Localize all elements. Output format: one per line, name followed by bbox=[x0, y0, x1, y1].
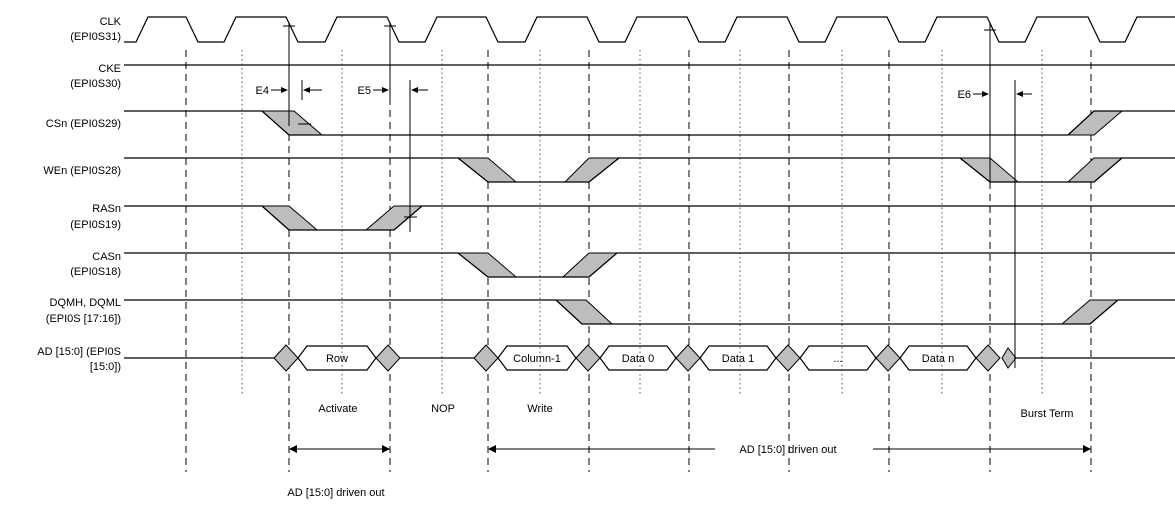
dqm-label: DQMH, DQML bbox=[50, 297, 122, 309]
ad-pin-label: [15:0]) bbox=[90, 361, 121, 373]
phase-labels: Activate NOP Write Burst Term bbox=[318, 403, 1073, 420]
bus-value-data0: Data 0 bbox=[622, 353, 654, 365]
signal-labels: CLK (EPI0S31) CKE (EPI0S30) CSn (EPI0S29… bbox=[37, 16, 121, 373]
cke-pin-label: (EPI0S30) bbox=[70, 78, 121, 90]
phase-write: Write bbox=[527, 403, 552, 415]
clk-waveform bbox=[124, 16, 1175, 43]
span-short-label: AD [15:0] driven out bbox=[287, 487, 384, 499]
clk-label: CLK bbox=[100, 16, 122, 28]
driven-out-spans: AD [15:0] driven out AD [15:0] driven ou… bbox=[287, 444, 1091, 499]
bus-transition bbox=[273, 344, 299, 372]
wen-waveform bbox=[124, 157, 1175, 183]
casn-waveform bbox=[124, 252, 1175, 278]
e5-label: E5 bbox=[358, 85, 371, 97]
phase-nop: NOP bbox=[431, 403, 455, 415]
ad-label: AD [15:0] (EPI0S bbox=[37, 346, 121, 358]
span-long-label: AD [15:0] driven out bbox=[739, 444, 836, 456]
timing-markers: E4 E5 E6 bbox=[256, 22, 1032, 368]
bus-transition bbox=[775, 344, 801, 372]
bus-value-datan: Data n bbox=[922, 353, 954, 365]
bus-transition bbox=[375, 344, 401, 372]
dqm-pin-label: (EPI0S [17:16]) bbox=[46, 313, 121, 325]
e4-label: E4 bbox=[256, 85, 269, 97]
rasn-label: RASn bbox=[92, 203, 121, 215]
bus-transition bbox=[1001, 347, 1017, 369]
bus-value-labels: Row Column-1 Data 0 Data 1 ... Data n bbox=[326, 353, 954, 365]
bus-transition bbox=[975, 344, 1001, 372]
csn-label: CSn (EPI0S29) bbox=[46, 118, 121, 130]
rasn-waveform bbox=[124, 205, 1175, 231]
csn-waveform bbox=[124, 110, 1175, 136]
casn-pin-label: (EPI0S18) bbox=[70, 266, 121, 278]
clk-pin-label: (EPI0S31) bbox=[70, 31, 121, 43]
phase-burst-term: Burst Term bbox=[1021, 408, 1074, 420]
cke-label: CKE bbox=[98, 63, 121, 75]
bus-transition bbox=[575, 344, 601, 372]
half-cycle-gridlines bbox=[241, 50, 1043, 395]
bus-transition bbox=[875, 344, 901, 372]
bus-transition bbox=[473, 344, 499, 372]
wen-label: WEn (EPI0S28) bbox=[43, 165, 121, 177]
rasn-pin-label: (EPI0S19) bbox=[70, 219, 121, 231]
phase-activate: Activate bbox=[318, 403, 357, 415]
bus-value-column: Column-1 bbox=[513, 353, 561, 365]
casn-label: CASn bbox=[92, 251, 121, 263]
dqm-waveform bbox=[124, 299, 1175, 325]
bus-value-data1: Data 1 bbox=[722, 353, 754, 365]
bus-value-ellipsis: ... bbox=[833, 353, 842, 365]
e6-label: E6 bbox=[958, 89, 971, 101]
ad-bus-waveform bbox=[124, 344, 1175, 372]
bus-transition bbox=[675, 344, 701, 372]
bus-value-row: Row bbox=[326, 353, 348, 365]
